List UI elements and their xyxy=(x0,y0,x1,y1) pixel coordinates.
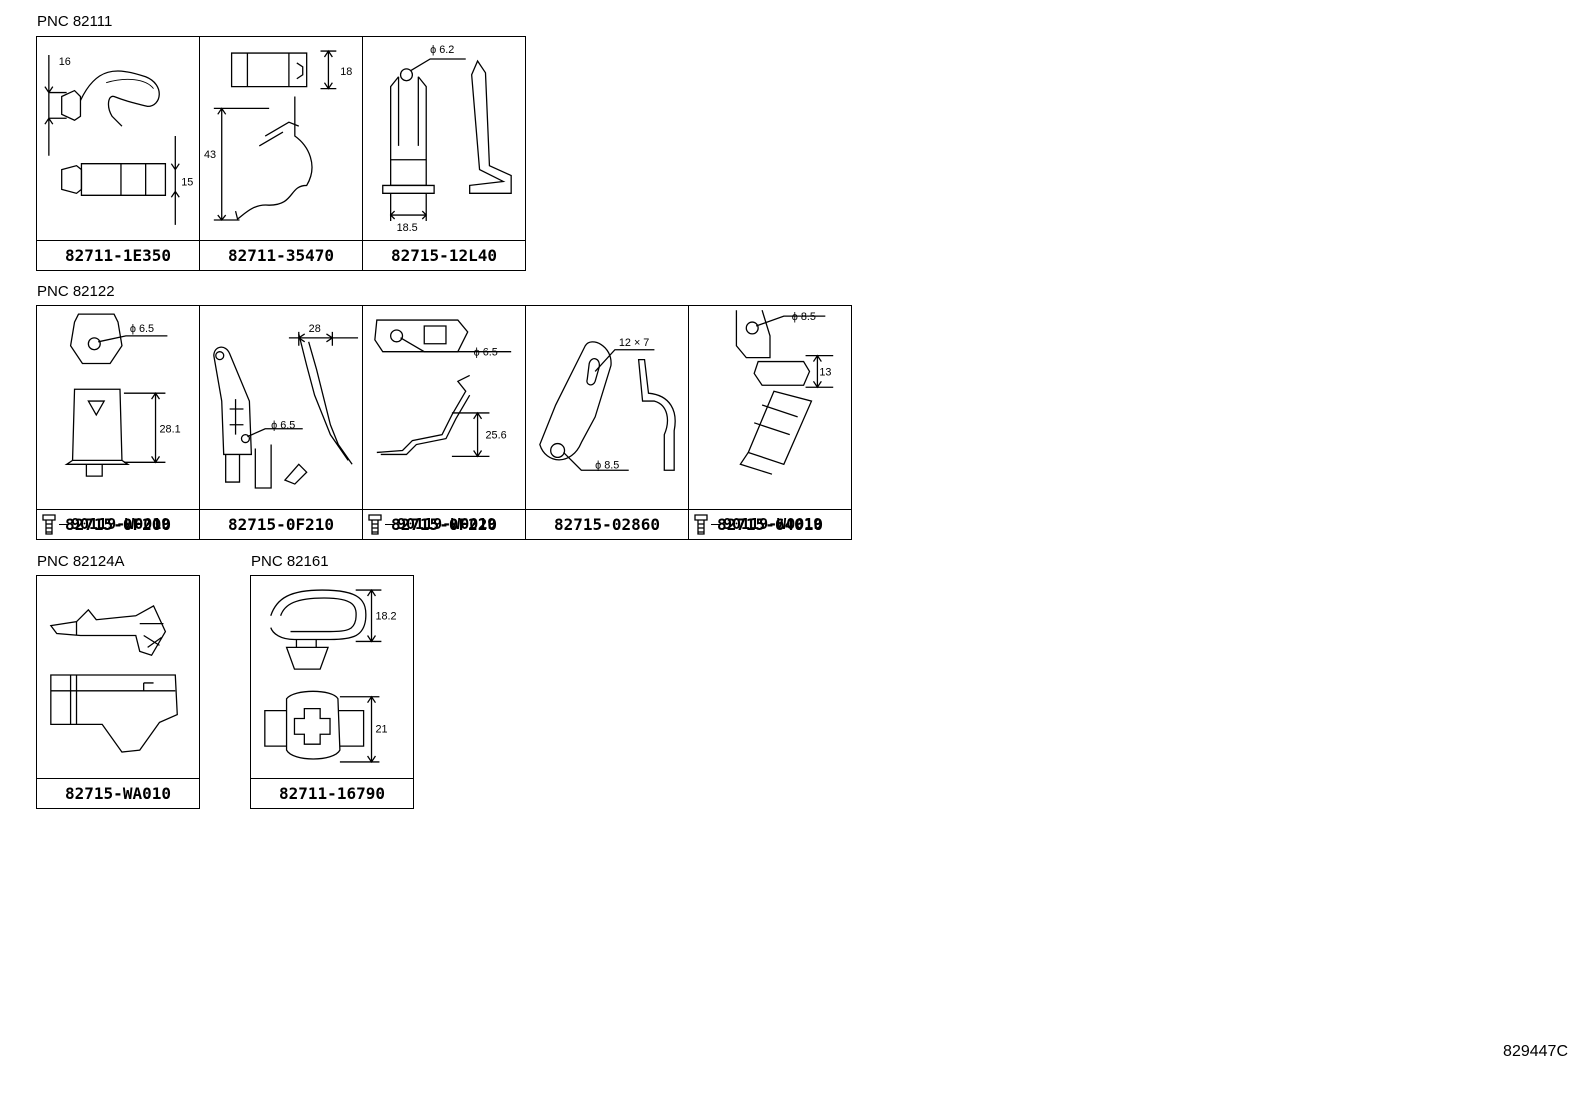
part-cell-82711-16790[interactable]: 18.2 21 82711-16790 xyxy=(250,575,414,809)
bolt-icon xyxy=(42,514,56,535)
part-cell-82715-0f200[interactable]: ϕ 6.5 28.1 90119-W0019 82715-0F200 xyxy=(36,305,200,540)
part-number: 82711-1E350 xyxy=(37,240,199,270)
part-number: 82715-0F210 xyxy=(200,509,362,539)
part-cell-82715-wa010[interactable]: 82715-WA010 xyxy=(36,575,200,809)
part-number: 82711-35470 xyxy=(200,240,362,270)
bolt-callout: 90119-W0019 xyxy=(367,513,496,535)
part-drawing-bracket: 28 ϕ 6.5 xyxy=(200,306,362,509)
part-drawing-bracket: ϕ 6.5 25.6 xyxy=(363,306,525,509)
illustration-reference-code: 829447C xyxy=(1503,1043,1568,1060)
part-drawing-clip: 18.2 21 xyxy=(251,576,413,778)
part-number: 82711-16790 xyxy=(251,778,413,808)
group-label-pnc-82124a: PNC 82124A xyxy=(37,553,125,570)
part-cell-82715-0f210[interactable]: 28 ϕ 6.5 82715-0F210 xyxy=(199,305,363,540)
part-drawing-bracket: ϕ 6.2 18.5 xyxy=(363,37,525,240)
group-label-pnc-82161: PNC 82161 xyxy=(251,553,329,570)
part-number: 82715-02860 xyxy=(526,509,688,539)
part-number: 82715-0F220 xyxy=(363,509,525,539)
bolt-callout: 90119-W0019 xyxy=(693,513,822,535)
part-number: 82715-64010 xyxy=(689,509,851,539)
bolt-callout: 90119-W0019 xyxy=(41,513,170,535)
part-drawing-clip: 16 15 xyxy=(37,37,199,240)
bolt-icon xyxy=(694,514,708,535)
part-cell-82715-0f220[interactable]: ϕ 6.5 25.6 90119-W0019 82715-0F220 xyxy=(362,305,526,540)
part-cell-82711-35470[interactable]: 18 43 82711-35470 xyxy=(199,36,363,271)
part-cell-82715-12l40[interactable]: ϕ 6.2 18.5 82715-12L40 xyxy=(362,36,526,271)
part-drawing-clip: 18 43 xyxy=(200,37,362,240)
part-cell-82715-02860[interactable]: 12 × 7 ϕ 8.5 82715-02860 xyxy=(525,305,689,540)
part-number: 82715-12L40 xyxy=(363,240,525,270)
part-number: 82715-WA010 xyxy=(37,778,199,808)
part-cell-82711-1e350[interactable]: 16 15 82711-1E350 xyxy=(36,36,200,271)
part-drawing-clamp xyxy=(37,576,199,778)
part-drawing-bracket: 12 × 7 ϕ 8.5 xyxy=(526,306,688,509)
part-drawing-bracket: ϕ 6.5 28.1 xyxy=(37,306,199,509)
part-number: 82715-0F200 xyxy=(37,509,199,539)
bolt-part-number: 90119-W0019 xyxy=(71,515,171,533)
bolt-icon xyxy=(368,514,382,535)
bolt-part-number: 90119-W0019 xyxy=(397,515,497,533)
part-cell-82715-64010[interactable]: ϕ 8.5 13 90119-W0019 82715-64010 xyxy=(688,305,852,540)
group-label-pnc-82122: PNC 82122 xyxy=(37,283,115,300)
group-label-pnc-82111: PNC 82111 xyxy=(37,13,113,30)
bolt-part-number: 90119-W0019 xyxy=(723,515,823,533)
part-drawing-bracket: ϕ 8.5 13 xyxy=(689,306,851,509)
